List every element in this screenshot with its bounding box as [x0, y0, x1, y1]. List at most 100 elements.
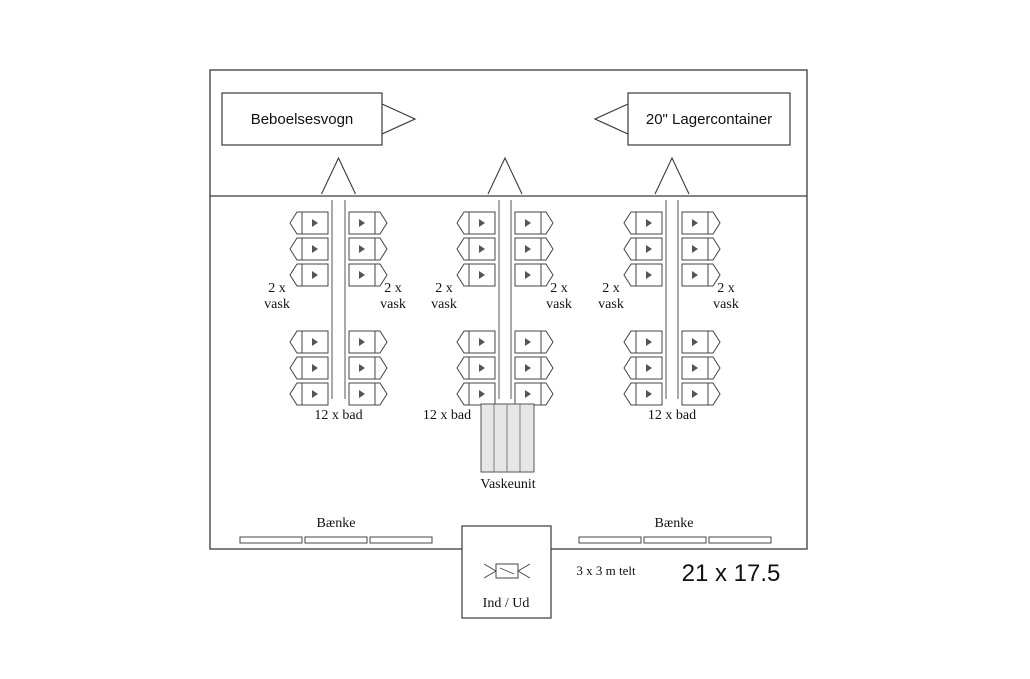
toilet-icon: [646, 219, 652, 227]
bathroom-door-arc: [456, 330, 469, 354]
bathroom-door-arc: [375, 211, 388, 235]
bathroom-door-arc: [375, 330, 388, 354]
bathroom-door-arc: [541, 356, 554, 380]
toilet-icon: [692, 219, 698, 227]
bathroom-door-arc: [375, 356, 388, 380]
toilet-icon: [359, 364, 365, 372]
toilet-icon: [312, 219, 318, 227]
entrance-label: Ind / Ud: [483, 596, 530, 611]
block-connector-arrow: [321, 156, 356, 195]
toilet-icon: [479, 271, 485, 279]
toilet-icon: [525, 245, 531, 253]
bathroom-door-arc: [623, 237, 636, 261]
toilet-icon: [479, 390, 485, 398]
toilet-icon: [479, 219, 485, 227]
toilet-icon: [525, 219, 531, 227]
toilet-icon: [359, 219, 365, 227]
toilet-icon: [692, 390, 698, 398]
bathroom-door-arc: [541, 330, 554, 354]
container-label: 20" Lagercontainer: [646, 111, 772, 128]
toilet-icon: [479, 338, 485, 346]
bathroom-door-arc: [623, 211, 636, 235]
wash-unit: Vaskeunit: [480, 403, 536, 492]
toilet-icon: [525, 338, 531, 346]
bathroom-door-arc: [623, 330, 636, 354]
bathroom-door-arc: [623, 356, 636, 380]
bathroom-door-arc: [708, 211, 721, 235]
arrow-right-icon: [517, 563, 531, 579]
toilet-icon: [525, 390, 531, 398]
benches-right: Bænke: [578, 516, 772, 544]
bathroom-door-arc: [623, 263, 636, 287]
bathroom-door-arc: [708, 382, 721, 406]
arrow-left-icon: [483, 563, 497, 579]
bathroom-door-arc: [623, 382, 636, 406]
bathroom-door-arc: [289, 263, 302, 287]
bathroom-door-arc: [541, 263, 554, 287]
bathroom-door-arc: [375, 382, 388, 406]
toilet-icon: [692, 245, 698, 253]
storage-container: 20" Lagercontainer: [593, 92, 791, 146]
bathroom-door-arc: [541, 211, 554, 235]
bathroom-door-arc: [541, 237, 554, 261]
toilet-icon: [525, 364, 531, 372]
benches-right-label: Bænke: [655, 516, 694, 531]
benches-left: Bænke: [239, 516, 433, 544]
entrance-tent: Ind / Ud: [461, 525, 552, 619]
bathroom-door-arc: [541, 382, 554, 406]
toilet-icon: [479, 364, 485, 372]
bathroom-door-arc: [289, 382, 302, 406]
bathroom-door-arc: [289, 356, 302, 380]
bathroom-door-arc: [708, 330, 721, 354]
bathroom-door-arc: [375, 263, 388, 287]
toilet-icon: [692, 364, 698, 372]
toilet-icon: [359, 338, 365, 346]
bathroom-door-arc: [456, 356, 469, 380]
toilet-icon: [312, 338, 318, 346]
toilet-icon: [646, 271, 652, 279]
bathroom-door-arc: [708, 263, 721, 287]
toilet-icon: [312, 390, 318, 398]
bathroom-door-arc: [456, 211, 469, 235]
block-connector-arrow: [487, 156, 523, 195]
block-connector-arrow: [654, 156, 690, 195]
bathroom-door-arc: [289, 211, 302, 235]
toilet-icon: [359, 390, 365, 398]
toilet-icon: [525, 271, 531, 279]
bathroom-door-arc: [708, 356, 721, 380]
bathroom-door-arc: [375, 237, 388, 261]
toilet-icon: [312, 245, 318, 253]
bathroom-count-label: 12 x bad: [648, 408, 696, 423]
bathroom-door-arc: [456, 237, 469, 261]
tent-size-label: 3 x 3 m telt: [576, 563, 636, 578]
trailer: Beboelsesvogn: [221, 92, 417, 146]
trailer-label: Beboelsesvogn: [251, 111, 354, 128]
bathroom-door-arc: [456, 263, 469, 287]
bathroom-door-arc: [289, 237, 302, 261]
toilet-icon: [646, 390, 652, 398]
toilet-icon: [692, 338, 698, 346]
toilet-icon: [312, 364, 318, 372]
bathroom-door-arc: [289, 330, 302, 354]
toilet-icon: [692, 271, 698, 279]
toilet-icon: [312, 271, 318, 279]
toilet-icon: [479, 245, 485, 253]
hall-dimensions: 21 x 17.5: [682, 560, 781, 587]
bathroom-count-label: 12 x bad: [314, 408, 362, 423]
toilet-icon: [646, 245, 652, 253]
bathroom-door-arc: [456, 382, 469, 406]
toilet-icon: [359, 245, 365, 253]
bathroom-count-label: 12 x bad: [423, 408, 471, 423]
toilet-icon: [359, 271, 365, 279]
